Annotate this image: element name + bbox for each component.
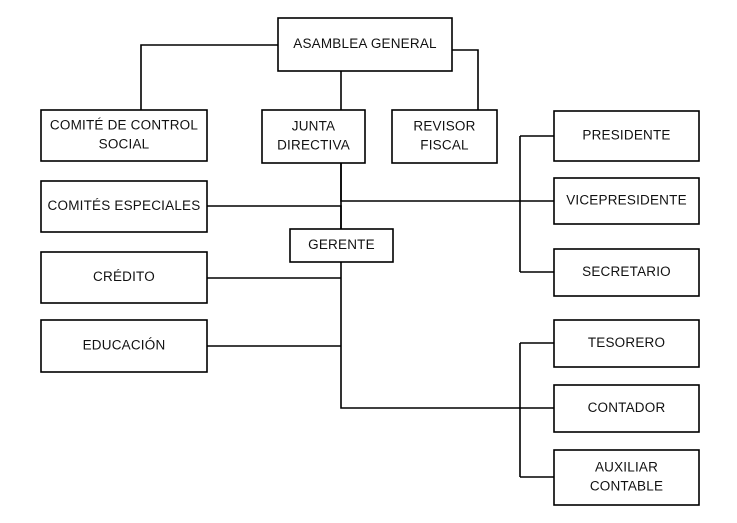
node-label-contador: CONTADOR [588, 400, 666, 415]
node-box-contador[interactable] [553, 384, 700, 433]
node-vicepresidente[interactable]: VICEPRESIDENTE [553, 177, 700, 225]
node-label-presidente: PRESIDENTE [582, 128, 670, 143]
node-label-gerente: GERENTE [308, 237, 375, 252]
node-label-auxiliar-contable: CONTABLE [590, 479, 663, 494]
node-label-credito: CRÉDITO [93, 269, 155, 284]
node-label-comite-de-control-social: SOCIAL [99, 137, 150, 152]
node-comites-especiales[interactable]: COMITÉS ESPECIALES [40, 180, 208, 233]
node-box-credito[interactable] [40, 251, 208, 304]
node-box-secretario[interactable] [553, 248, 700, 297]
node-auxiliar-contable[interactable]: AUXILIAR CONTABLE [553, 449, 700, 506]
node-label-educacion: EDUCACIÓN [83, 338, 166, 353]
node-box-vicepresidente[interactable] [553, 177, 700, 225]
node-label-vicepresidente: VICEPRESIDENTE [566, 193, 687, 208]
node-box-educacion[interactable] [40, 319, 208, 373]
node-box-tesorero[interactable] [553, 319, 700, 368]
node-box-asamblea-general[interactable] [277, 17, 453, 72]
node-label-revisor-fiscal: REVISOR [413, 119, 475, 134]
nodes-layer: ASAMBLEA GENERAL COMITÉ DE CONTROL SOCIAL J… [40, 17, 700, 506]
node-credito[interactable]: CRÉDITO [40, 251, 208, 304]
node-label-junta-directiva: DIRECTIVA [277, 138, 350, 153]
node-junta-directiva[interactable]: JUNTA DIRECTIVA [261, 109, 366, 164]
node-label-auxiliar-contable: AUXILIAR [595, 460, 658, 475]
node-presidente[interactable]: PRESIDENTE [553, 110, 700, 162]
node-educacion[interactable]: EDUCACIÓN [40, 319, 208, 373]
node-box-comites-especiales[interactable] [40, 180, 208, 233]
node-box-auxiliar-contable[interactable] [553, 449, 700, 506]
node-box-presidente[interactable] [553, 110, 700, 162]
node-box-gerente[interactable] [289, 228, 394, 263]
node-label-secretario: SECRETARIO [582, 264, 671, 279]
node-label-comites-especiales: COMITÉS ESPECIALES [48, 198, 201, 213]
node-gerente[interactable]: GERENTE [289, 228, 394, 263]
node-box-junta-directiva[interactable] [261, 109, 366, 164]
node-contador[interactable]: CONTADOR [553, 384, 700, 433]
node-asamblea-general[interactable]: ASAMBLEA GENERAL [277, 17, 453, 72]
node-label-revisor-fiscal: FISCAL [420, 138, 469, 153]
node-secretario[interactable]: SECRETARIO [553, 248, 700, 297]
connector-asamblea-to-comite-control [140, 44, 278, 110]
connector-gerente-down-bus [340, 262, 554, 409]
node-comite-de-control-social[interactable]: COMITÉ DE CONTROL SOCIAL [40, 109, 208, 162]
connector-asamblea-to-revisor [452, 49, 479, 110]
node-box-comite-de-control-social[interactable] [40, 109, 208, 162]
node-label-junta-directiva: JUNTA [292, 119, 336, 134]
node-box-revisor-fiscal[interactable] [391, 109, 498, 164]
node-tesorero[interactable]: TESORERO [553, 319, 700, 368]
node-label-asamblea-general: ASAMBLEA GENERAL [293, 36, 437, 51]
connectors-layer [140, 44, 554, 478]
node-revisor-fiscal[interactable]: REVISOR FISCAL [391, 109, 498, 164]
node-label-comite-de-control-social: COMITÉ DE CONTROL [50, 118, 198, 133]
node-label-tesorero: TESORERO [588, 335, 665, 350]
connector-junta-to-board-bus [340, 163, 520, 202]
